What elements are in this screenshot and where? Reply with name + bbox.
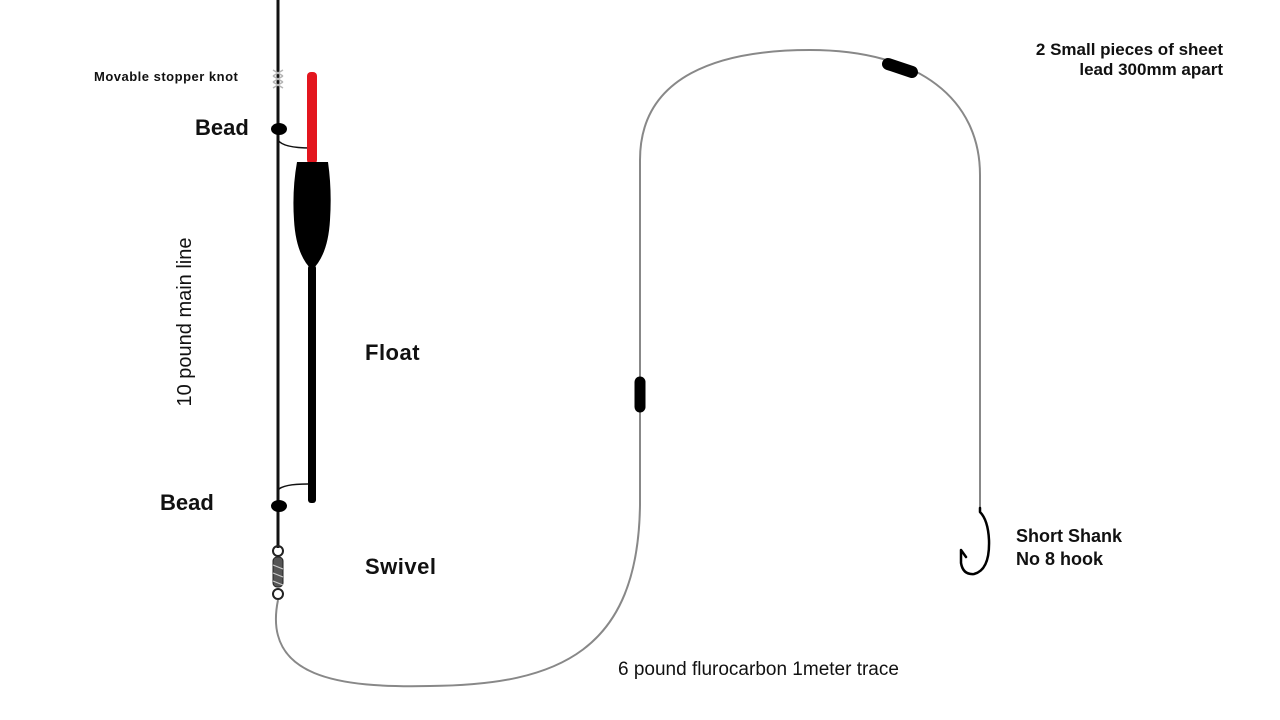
float-label: Float (365, 340, 421, 365)
sheet-lead-upper (882, 58, 918, 78)
hook-label-line2: No 8 hook (1016, 549, 1104, 569)
hook-icon (959, 506, 991, 576)
stopper-knot-icon (272, 69, 284, 89)
top-bead-label: Bead (195, 115, 249, 140)
top-bead (271, 123, 287, 135)
bottom-float-attachment (277, 483, 309, 491)
swivel-label: Swivel (365, 554, 437, 579)
stopper-knot-label: Movable stopper knot (94, 69, 239, 84)
bottom-bead-label: Bead (160, 490, 214, 515)
float-stem (308, 265, 316, 503)
hook-label-line1: Short Shank (1016, 526, 1123, 546)
float-tip (307, 72, 317, 164)
hook-label: Short Shank No 8 hook (1016, 525, 1122, 571)
bottom-bead (271, 500, 287, 512)
swivel-icon (272, 545, 284, 600)
sheet-lead-label: 2 Small pieces of sheet lead 300mm apart (960, 40, 1223, 81)
sheet-lead-label-line2: lead 300mm apart (1079, 60, 1223, 80)
top-float-attachment (277, 139, 312, 149)
trace-line (275, 48, 981, 688)
sheet-lead-label-line1: 2 Small pieces of sheet (1035, 40, 1223, 59)
float-body (293, 162, 331, 270)
trace-label: 6 pound flurocarbon 1meter trace (618, 659, 899, 680)
main-line-label: 10 pound main line (174, 237, 196, 407)
